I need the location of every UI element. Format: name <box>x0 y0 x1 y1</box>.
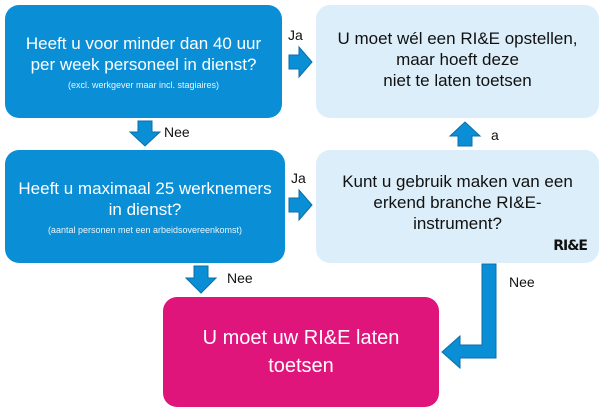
q1-note: (excl. werkgever maar incl. stagiaires) <box>67 79 220 90</box>
q1-line1: Heeft u voor minder dan 40 uur <box>25 33 262 53</box>
arrow-q1-to-r1 <box>288 45 313 79</box>
rie-logo: RI&E <box>553 238 588 254</box>
q2-line2: in dienst? <box>108 199 182 219</box>
label-ja-1: Ja <box>288 27 303 43</box>
question-box-hours: Heeft u voor minder dan 40 uur per week … <box>5 5 282 118</box>
q2-note: (aantal personen met een arbeidsovereenk… <box>47 224 243 235</box>
label-nee-2: Nee <box>227 270 253 286</box>
q1-line2: per week personeel in dienst? <box>30 54 257 74</box>
q3-line3: instrument? <box>413 214 502 233</box>
arrow-q1-to-q2 <box>128 120 162 147</box>
q2-line1: Heeft u maximaal 25 werknemers <box>18 178 272 198</box>
arrow-q2-to-end <box>184 265 218 294</box>
arrow-q2-to-q3 <box>288 188 313 222</box>
end-line1: U moet uw RI&E laten <box>202 327 400 349</box>
label-a-up: a <box>491 127 499 143</box>
question-box-branche-instrument: Kunt u gebruik maken van een erkend bran… <box>316 150 599 263</box>
arrow-q3-to-r1 <box>448 121 482 147</box>
result-box-must-test: U moet uw RI&E laten toetsen <box>163 297 439 407</box>
r1-line3: niet te laten toetsen <box>383 71 532 90</box>
end-line2: toetsen <box>268 355 334 377</box>
label-nee-3: Nee <box>509 274 535 290</box>
q3-line1: Kunt u gebruik maken van een <box>342 172 573 191</box>
r1-line2: maar hoeft deze <box>396 50 519 69</box>
label-nee-1: Nee <box>164 124 190 140</box>
arrow-q3-to-end <box>441 263 497 370</box>
question-box-employees: Heeft u maximaal 25 werknemers in dienst… <box>5 150 285 263</box>
r1-line1: U moet wél een RI&E opstellen, <box>337 29 578 48</box>
q3-line2: erkend branche RI&E- <box>373 193 542 212</box>
result-box-no-test: U moet wél een RI&E opstellen, maar hoef… <box>316 5 599 118</box>
label-ja-2: Ja <box>291 170 306 186</box>
